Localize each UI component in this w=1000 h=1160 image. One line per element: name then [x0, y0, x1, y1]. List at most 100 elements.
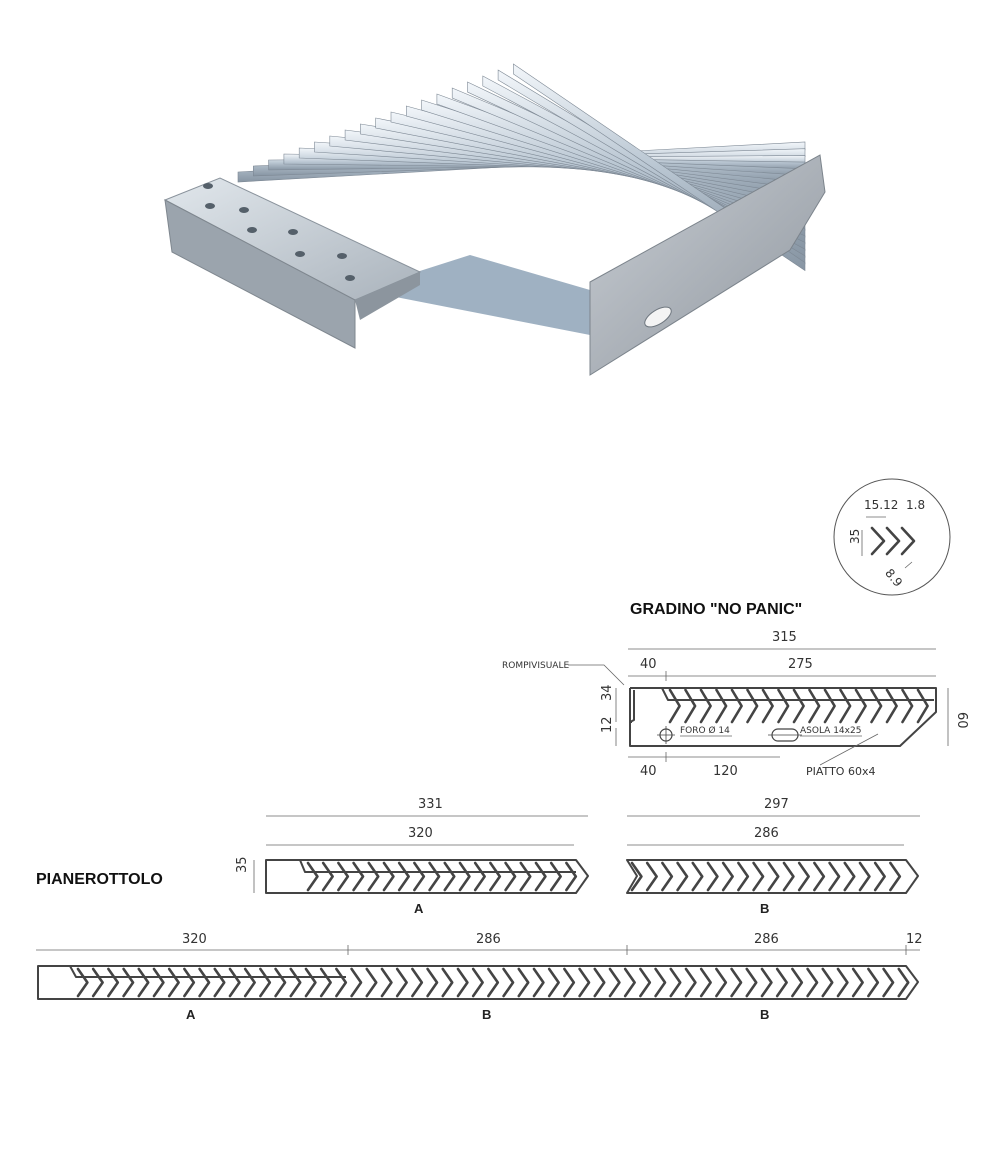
gradino-chevron	[870, 688, 883, 724]
gradino-chevron	[854, 688, 867, 724]
b-chevron	[843, 861, 856, 892]
assembly-chevron	[502, 967, 515, 998]
b-chevron	[752, 861, 765, 892]
assembly-end-label: 12	[906, 932, 923, 947]
assembly-chevron	[319, 967, 332, 998]
assembly-chevron	[699, 967, 712, 998]
assembly-chevron	[563, 967, 576, 998]
assembly-chevron	[684, 967, 697, 998]
render-side-slot	[644, 306, 672, 328]
b-chevron	[858, 861, 871, 892]
detail-chevron	[870, 526, 886, 556]
assembly-chevron	[91, 967, 104, 998]
b-chevron	[828, 861, 841, 892]
gradino-bottom-left-label: 40	[640, 764, 657, 779]
render-nosing-holes	[203, 183, 355, 281]
pianerottolo-title: PIANEROTTOLO	[36, 871, 163, 888]
assembly-chevron	[213, 967, 226, 998]
assembly-chevron	[836, 967, 849, 998]
assembly-chevron	[867, 967, 880, 998]
assembly-chevron	[593, 967, 606, 998]
a-chevron	[534, 861, 547, 892]
assembly-chevron	[122, 967, 135, 998]
a-chevron	[473, 861, 486, 892]
gradino-total-label: 315	[772, 630, 797, 645]
render-hole	[239, 207, 249, 213]
assembly-chevron	[806, 967, 819, 998]
b-total-label: 297	[764, 797, 789, 812]
render-hole	[288, 229, 298, 235]
assembly-label3: B	[760, 1007, 769, 1022]
assembly-chevron	[821, 967, 834, 998]
b-chevron	[661, 861, 674, 892]
gradino-chevron	[761, 688, 774, 724]
asola-label: ASOLA 14x25	[800, 726, 861, 736]
b-profile-outline	[626, 859, 919, 894]
b-label: B	[760, 901, 769, 916]
assembly-chevron	[715, 967, 728, 998]
assembly-profile-outline	[37, 965, 919, 1000]
gradino-chevron	[730, 688, 743, 724]
assembly-chevron	[897, 967, 910, 998]
gradino-chevron	[746, 688, 759, 724]
assembly-section: 320 286 286 12 A B B	[36, 932, 923, 1022]
detail-gap-line	[904, 561, 913, 569]
assembly-chevron	[471, 967, 484, 998]
detail-chevron	[900, 526, 916, 556]
assembly-chevron	[243, 967, 256, 998]
a-inner-label: 320	[408, 826, 433, 841]
a-chevron	[321, 861, 334, 892]
assembly-chevron	[198, 967, 211, 998]
gradino-chevron	[901, 688, 914, 724]
gradino-hbottom-label: 12	[600, 716, 615, 733]
gradino-chevron	[823, 688, 836, 724]
b-chevron	[691, 861, 704, 892]
render-hole	[205, 203, 215, 209]
b-chevron	[797, 861, 810, 892]
assembly-chevron	[623, 967, 636, 998]
detail-circle	[833, 478, 951, 596]
gradino-left-label: 40	[640, 657, 657, 672]
gradino-bottom-mid-label: 120	[713, 764, 738, 779]
a-chevrons	[306, 861, 578, 892]
assembly-chevron	[411, 967, 424, 998]
piatto-leader	[819, 733, 879, 766]
assembly-chevron	[395, 967, 408, 998]
assembly-chevron	[289, 967, 302, 998]
assembly-chevron	[335, 967, 348, 998]
gradino-title: GRADINO "NO PANIC"	[630, 601, 802, 618]
assembly-chevron	[152, 967, 165, 998]
gradino-chevron	[715, 688, 728, 724]
foro-label: FORO Ø 14	[680, 725, 730, 736]
assembly-seg1-label: 320	[182, 932, 207, 947]
assembly-chevron	[547, 967, 560, 998]
step-render-image	[163, 63, 826, 376]
a-profile-outline	[265, 859, 589, 894]
pianerottolo-section: PIANEROTTOLO 331 320 35 A 297 286 B	[36, 797, 920, 916]
a-chevron	[352, 861, 365, 892]
gradino-chevron	[808, 688, 821, 724]
a-chevron	[306, 861, 319, 892]
assembly-chevron	[365, 967, 378, 998]
detail-height-label: 35	[848, 529, 862, 544]
render-hole	[295, 251, 305, 257]
assembly-chevron	[608, 967, 621, 998]
assembly-chevron	[654, 967, 667, 998]
gradino-htop-label: 34	[600, 684, 615, 701]
piatto-label: PIATTO 60x4	[806, 765, 875, 778]
b-chevron	[676, 861, 689, 892]
detail-pitch-label: 15.12	[864, 498, 898, 512]
assembly-chevron	[76, 967, 89, 998]
b-chevron	[721, 861, 734, 892]
render-nosing-lip	[355, 272, 420, 320]
assembly-chevron	[487, 967, 500, 998]
a-chevron	[443, 861, 456, 892]
assembly-chevron	[426, 967, 439, 998]
b-chevron	[767, 861, 780, 892]
rompivisuale-leader	[568, 664, 625, 686]
gradino-chevron	[885, 688, 898, 724]
assembly-seg3-label: 286	[754, 932, 779, 947]
b-inner-label: 286	[754, 826, 779, 841]
b-chevron	[645, 861, 658, 892]
